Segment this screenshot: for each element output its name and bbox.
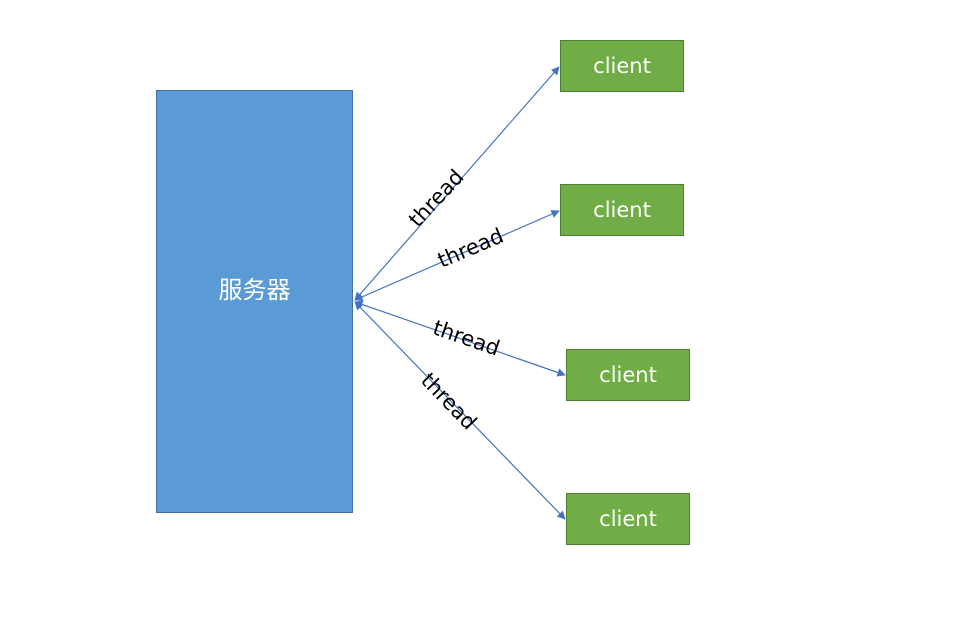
server-box: 服务器 [156,90,353,513]
client-box-2: client [560,184,684,236]
client-label-2: client [593,198,651,222]
thread-label-3: thread [430,316,503,361]
client-label-1: client [593,54,651,78]
client-label-3: client [599,363,657,387]
client-box-1: client [560,40,684,92]
thread-label-4: thread [416,368,481,434]
thread-label-2: thread [434,224,507,273]
client-label-4: client [599,507,657,531]
server-label: 服务器 [218,276,291,304]
client-box-4: client [566,493,690,545]
arrow-to-client-4 [354,301,566,520]
thread-label-1: thread [404,165,469,232]
arrow-to-client-2 [354,210,560,301]
client-box-3: client [566,349,690,401]
